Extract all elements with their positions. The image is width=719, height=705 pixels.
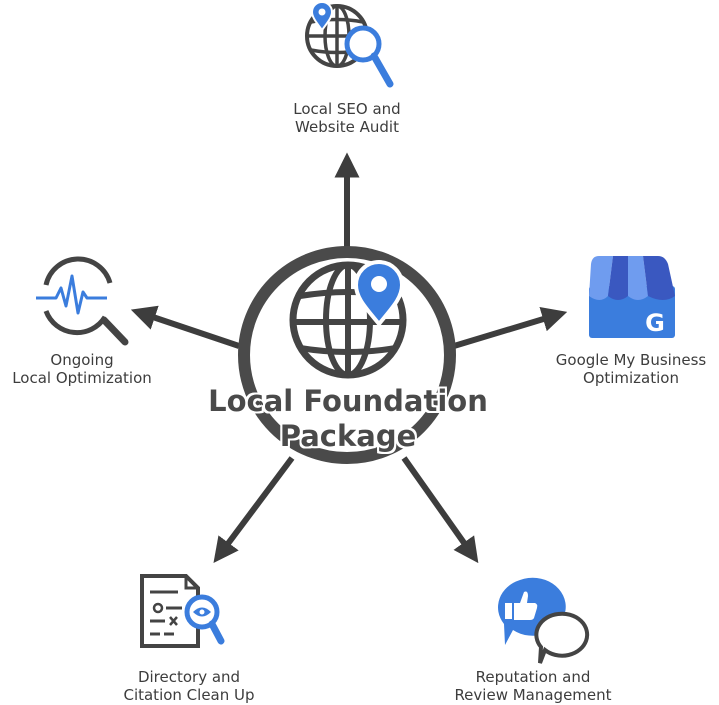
speech-bubbles-icon — [498, 577, 590, 664]
center-title-line1: Local Foundation — [208, 384, 488, 418]
label-seo-audit: Local SEO and Website Audit — [293, 100, 401, 136]
center-title: Local Foundation Package — [180, 384, 516, 454]
label-reputation: Reputation and Review Management — [454, 668, 612, 704]
center-globe-pin-icon — [289, 260, 407, 379]
arrows — [130, 152, 568, 564]
arrow-to-reputation — [401, 456, 479, 564]
label-ongoing: Ongoing Local Optimization — [12, 351, 152, 387]
label-directory: Directory and Citation Clean Up — [123, 668, 255, 704]
label-gmb: Google My Business Optimization — [555, 351, 707, 387]
arrow-to-ongoing — [130, 305, 240, 349]
arrow-to-directory — [213, 456, 295, 564]
document-search-icon — [140, 574, 225, 648]
globe-search-icon — [305, 1, 394, 88]
google-my-business-icon: G — [589, 256, 675, 338]
svg-text:G: G — [645, 309, 665, 337]
center-title-line2: Package — [279, 419, 417, 453]
arrow-to-gmb — [453, 307, 568, 349]
pulse-search-icon — [36, 256, 129, 346]
